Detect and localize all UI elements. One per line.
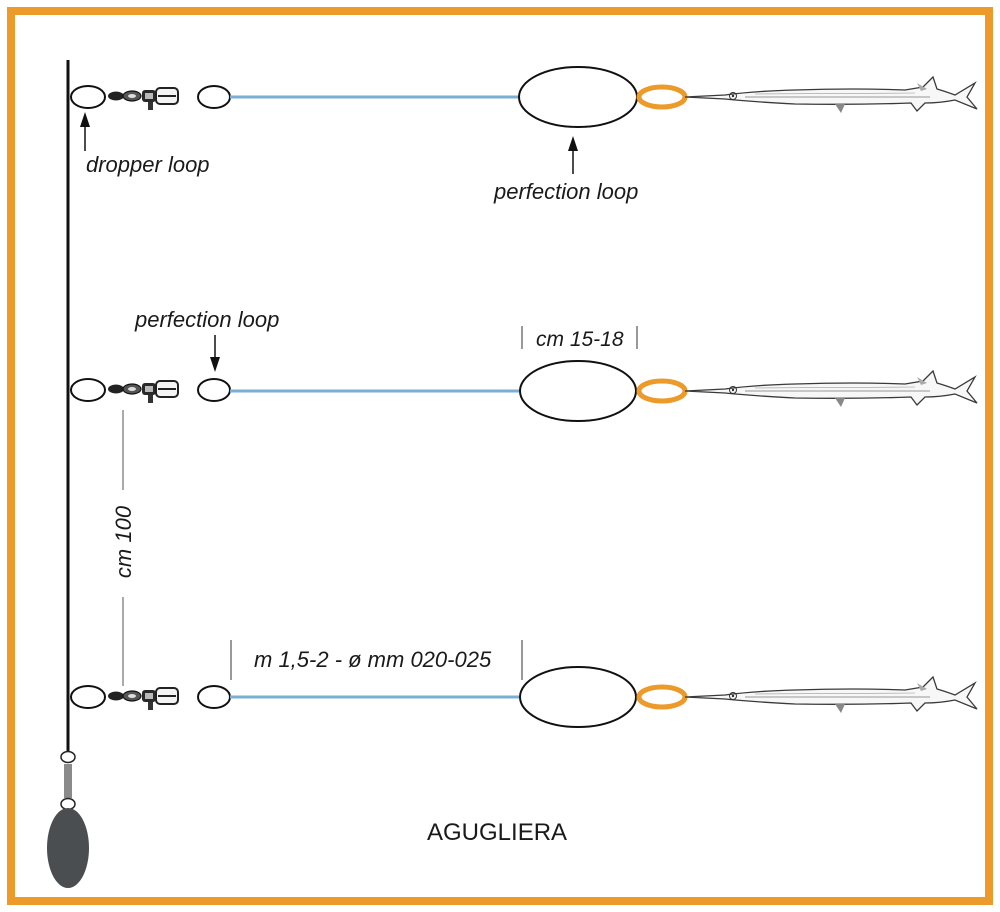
perfection-loop-middle (519, 360, 637, 422)
label-dropper-loop: dropper loop (86, 152, 210, 177)
label-perfection-loop-mid: perfection loop (134, 307, 279, 332)
fish-bottom (684, 676, 978, 714)
label-perfection-loop-top: perfection loop (493, 179, 638, 204)
perfection-loop-bottom (519, 666, 637, 728)
arrow-perfection-loop-mid (210, 335, 220, 372)
bait-loop-middle (636, 378, 688, 404)
label-snood-length: cm 15-18 (536, 328, 624, 351)
dropper-middle (70, 360, 978, 422)
arrow-dropper-loop (80, 112, 90, 151)
label-leader-spec: m 1,5-2 - ø mm 020-025 (254, 647, 492, 672)
bait-loop-top (636, 84, 688, 110)
dropper-top (70, 66, 978, 128)
fish-middle (684, 370, 978, 408)
diagram-title: AGUGLIERA (427, 819, 567, 846)
fish-top (684, 76, 978, 114)
dropper-bottom (70, 666, 978, 728)
label-dropper-spacing: cm 100 (111, 505, 136, 578)
perfection-loop-top (518, 66, 638, 128)
arrow-perfection-loop-top (568, 136, 578, 174)
sinker (47, 750, 89, 888)
bait-loop-bottom (636, 684, 688, 710)
frame-border (7, 7, 993, 905)
